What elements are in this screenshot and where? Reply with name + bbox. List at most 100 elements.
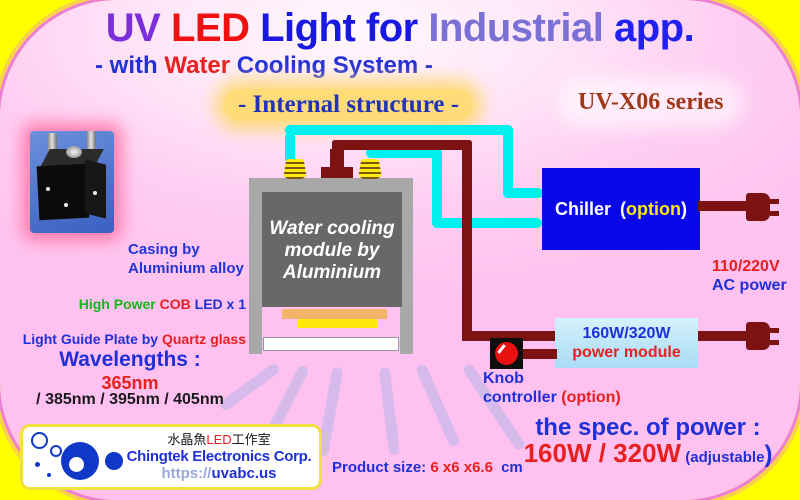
chiller-option-open-paren: ( <box>620 198 627 219</box>
knob-line1: Knob <box>483 370 524 387</box>
casing-label: Casing by Aluminium alloy <box>128 240 244 278</box>
water-cooling-module: Water cooling module by Aluminium <box>262 192 402 307</box>
product-size-label: Product size: 6 x6 x6.6 cm <box>332 459 523 476</box>
logo-cn-post: 工作室 <box>231 432 271 447</box>
plug-prong <box>770 328 779 333</box>
company-name: Chingtek Electronics Corp. <box>126 448 312 465</box>
water-tube-in-top <box>366 148 442 158</box>
company-url: https://uvabc.us <box>119 465 319 482</box>
logo-bubble-ring <box>50 445 62 457</box>
url-scheme: https:// <box>161 465 212 482</box>
power-wire-to-module <box>462 331 557 341</box>
knob-controller-label: Knob controller (option) <box>483 369 621 407</box>
title-app: app. <box>614 6 695 50</box>
ac-power-text: AC power <box>712 277 787 294</box>
power-module-ac-plug <box>746 322 770 350</box>
water-tube-out-down <box>503 125 513 198</box>
logo-bubble-dot <box>35 462 40 467</box>
wavelength-others: / 385nm / 395nm / 405nm <box>36 391 224 408</box>
water-tube-out-top <box>285 125 513 135</box>
power-connector-stem <box>330 149 344 168</box>
module-text-line1: Water cooling <box>269 218 395 239</box>
wavelengths-title: Wavelengths : <box>59 348 201 371</box>
photo-pin <box>87 131 96 157</box>
page-title: UV LED Light for Industrial app. <box>0 6 800 51</box>
lgp-material-text: Quartz glass <box>161 331 246 347</box>
power-module-cord <box>698 331 748 341</box>
cob-led-bar <box>282 309 387 319</box>
logo-cn-led: LED <box>206 432 232 447</box>
module-frame-right <box>400 178 413 354</box>
spec-adjustable: (adjustable <box>681 449 765 466</box>
logo-text-block: 水晶魚LED工作室 Chingtek Electronics Corp. htt… <box>119 429 319 482</box>
chiller-ac-plug <box>746 193 770 221</box>
led-emitter-bar <box>298 319 377 328</box>
logo-bubble-ring <box>31 432 48 449</box>
power-wire-down <box>462 140 472 341</box>
light-guide-plate-label: Light Guide Plate by Quartz glass <box>18 331 246 347</box>
chiller-option-close-paren: ) <box>681 198 687 219</box>
ac-voltage: 110/220V <box>712 258 780 275</box>
page-subtitle: - with Water Cooling System - <box>95 52 433 80</box>
module-frame-left <box>249 178 262 354</box>
led-count-text: LED x 1 <box>190 296 246 312</box>
spec-values: 160W / 320W (adjustable) <box>508 438 788 469</box>
power-module-box: 160W/320W power module <box>555 318 698 368</box>
tube-fitting-right <box>358 159 382 179</box>
module-text-line3: Aluminium <box>282 262 382 283</box>
wavelength-main: 365nm <box>101 373 159 393</box>
logo-bubble-medium <box>105 452 123 470</box>
photo-cube-front <box>36 163 90 221</box>
photo-cube-side <box>85 159 106 219</box>
logo-bubble-hole <box>69 457 84 472</box>
product-size-unit: cm <box>496 459 523 476</box>
light-guide-plate-bar <box>263 337 399 351</box>
series-name: UV-X06 series <box>570 89 732 116</box>
logo-cn-pre: 水晶魚 <box>167 432 207 447</box>
photo-screw-dot <box>64 203 68 207</box>
water-tube-in-to-chiller <box>432 218 542 228</box>
plug-prong <box>770 211 779 216</box>
product-size-value: 6 x6 x6.6 <box>430 459 493 476</box>
power-connector-base <box>321 167 353 178</box>
water-tube-out-to-chiller <box>503 188 543 198</box>
spec-title: the spec. of power : <box>535 414 761 441</box>
water-tube-in-down <box>432 148 442 228</box>
knob-wire <box>521 349 557 359</box>
title-light-for: Light for <box>260 6 429 50</box>
cob-text: COB <box>159 296 191 312</box>
water-tube-out-vertical <box>285 132 295 164</box>
subtitle-post: Cooling System - <box>230 52 433 79</box>
logo-chinese-name: 水晶魚LED工作室 <box>119 429 319 448</box>
module-text-line2: module by <box>284 240 380 261</box>
chiller-option-text: option <box>626 198 681 219</box>
chiller-power-cord <box>698 201 748 211</box>
title-industrial: Industrial <box>428 6 614 50</box>
product-photo <box>30 131 114 233</box>
photo-port <box>66 146 82 158</box>
knob-controller <box>490 338 523 369</box>
chiller-label: Chiller <box>555 198 612 219</box>
high-power-text: High Power <box>78 296 160 312</box>
photo-screw-dot <box>46 187 50 191</box>
ac-power-label: 110/220V AC power <box>712 257 787 295</box>
module-frame-top <box>249 178 413 192</box>
url-domain[interactable]: uvabc.us <box>211 465 277 482</box>
plug-prong <box>770 199 779 204</box>
tube-fitting-left <box>283 159 307 179</box>
title-uv: UV <box>105 6 171 50</box>
spec-close-paren: ) <box>764 441 773 468</box>
knob-option: (option) <box>561 389 621 406</box>
casing-line2: Aluminium alloy <box>128 260 244 277</box>
product-size-prefix: Product size: <box>332 459 431 476</box>
photo-screw-dot <box>93 191 97 195</box>
cob-led-label: High Power COB LED x 1 <box>20 296 246 312</box>
photo-pin <box>48 133 57 159</box>
company-logo-box: 水晶魚LED工作室 Chingtek Electronics Corp. htt… <box>20 424 322 490</box>
title-led: LED <box>170 6 261 50</box>
subtitle-pre: - with <box>95 52 165 79</box>
internal-structure-badge: - Internal structure - <box>224 89 474 121</box>
subtitle-water: Water <box>164 52 231 79</box>
knob-line2: controller <box>483 389 562 406</box>
